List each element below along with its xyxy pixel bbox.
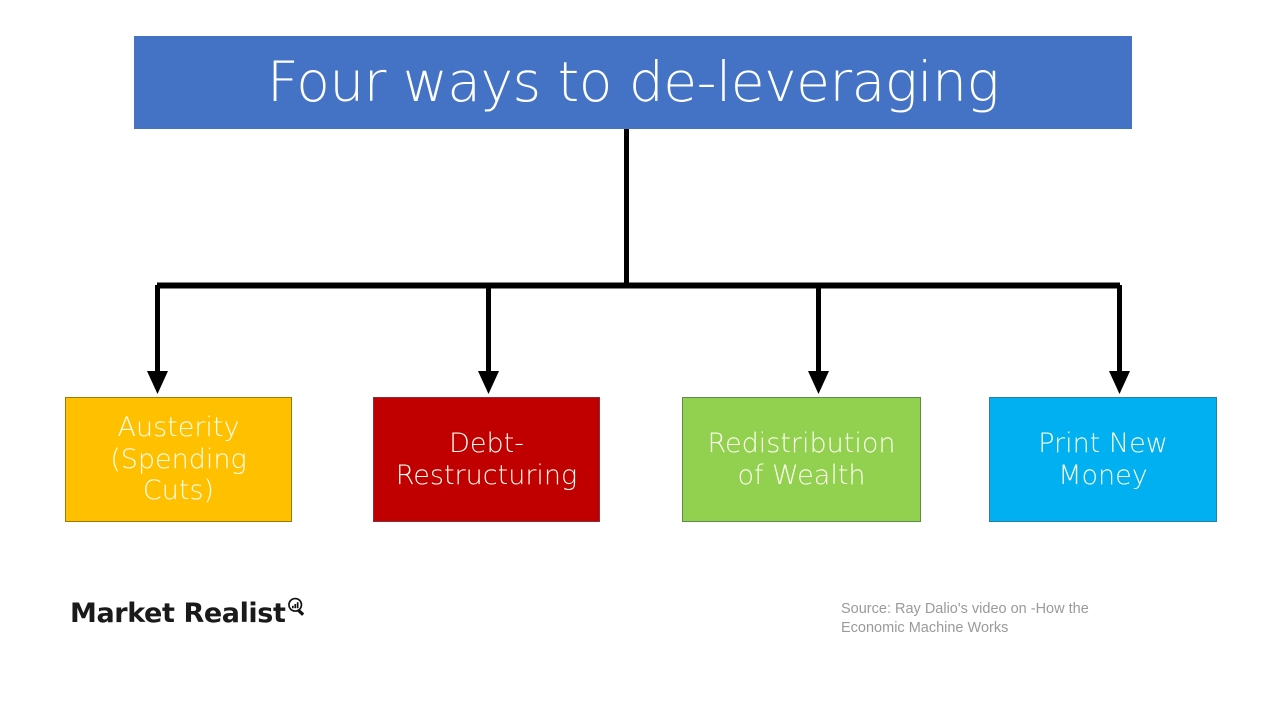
node-debt-restructuring-line1: Debt- — [449, 427, 524, 459]
title-banner: Four ways to de-leveraging — [134, 36, 1132, 129]
node-redistribution-of-wealth-line2: of Wealth — [737, 459, 866, 491]
node-redistribution-of-wealth-line1: Redistribution — [707, 427, 896, 459]
arrowhead-debt — [478, 371, 499, 394]
node-austerity-line1: Austerity — [117, 411, 240, 443]
node-redistribution-of-wealth-label: Redistribution of Wealth — [701, 428, 901, 492]
source-note-line2: Economic Machine Works — [841, 620, 1009, 637]
node-debt-restructuring[interactable]: Debt- Restructuring — [373, 397, 600, 522]
node-austerity-line3: Cuts) — [142, 475, 215, 507]
arrowhead-austerity — [147, 371, 168, 394]
arrowhead-redistribution — [808, 371, 829, 394]
source-note-line1: Source: Ray Dalio's video on -How the — [841, 601, 1089, 617]
node-debt-restructuring-label: Debt- Restructuring — [390, 428, 584, 492]
brand-name: Market Realist — [70, 598, 286, 629]
node-debt-restructuring-line2: Restructuring — [395, 459, 578, 491]
node-austerity-line2: (Spending — [110, 443, 247, 475]
node-print-new-money-label: Print New Money — [1032, 428, 1174, 492]
magnifier-chart-icon — [286, 596, 308, 623]
node-print-new-money[interactable]: Print New Money — [989, 397, 1217, 522]
brand-logo: Market Realist — [70, 597, 308, 629]
source-note: Source: Ray Dalio's video on -How the Ec… — [841, 600, 1141, 639]
node-redistribution-of-wealth[interactable]: Redistribution of Wealth — [682, 397, 921, 522]
node-print-new-money-line1: Print New — [1038, 427, 1168, 459]
page-title: Four ways to de-leveraging — [267, 50, 999, 114]
node-austerity[interactable]: Austerity (Spending Cuts) — [65, 397, 292, 522]
node-print-new-money-line2: Money — [1058, 459, 1148, 491]
arrowhead-print — [1109, 371, 1130, 394]
node-austerity-label: Austerity (Spending Cuts) — [104, 412, 253, 508]
